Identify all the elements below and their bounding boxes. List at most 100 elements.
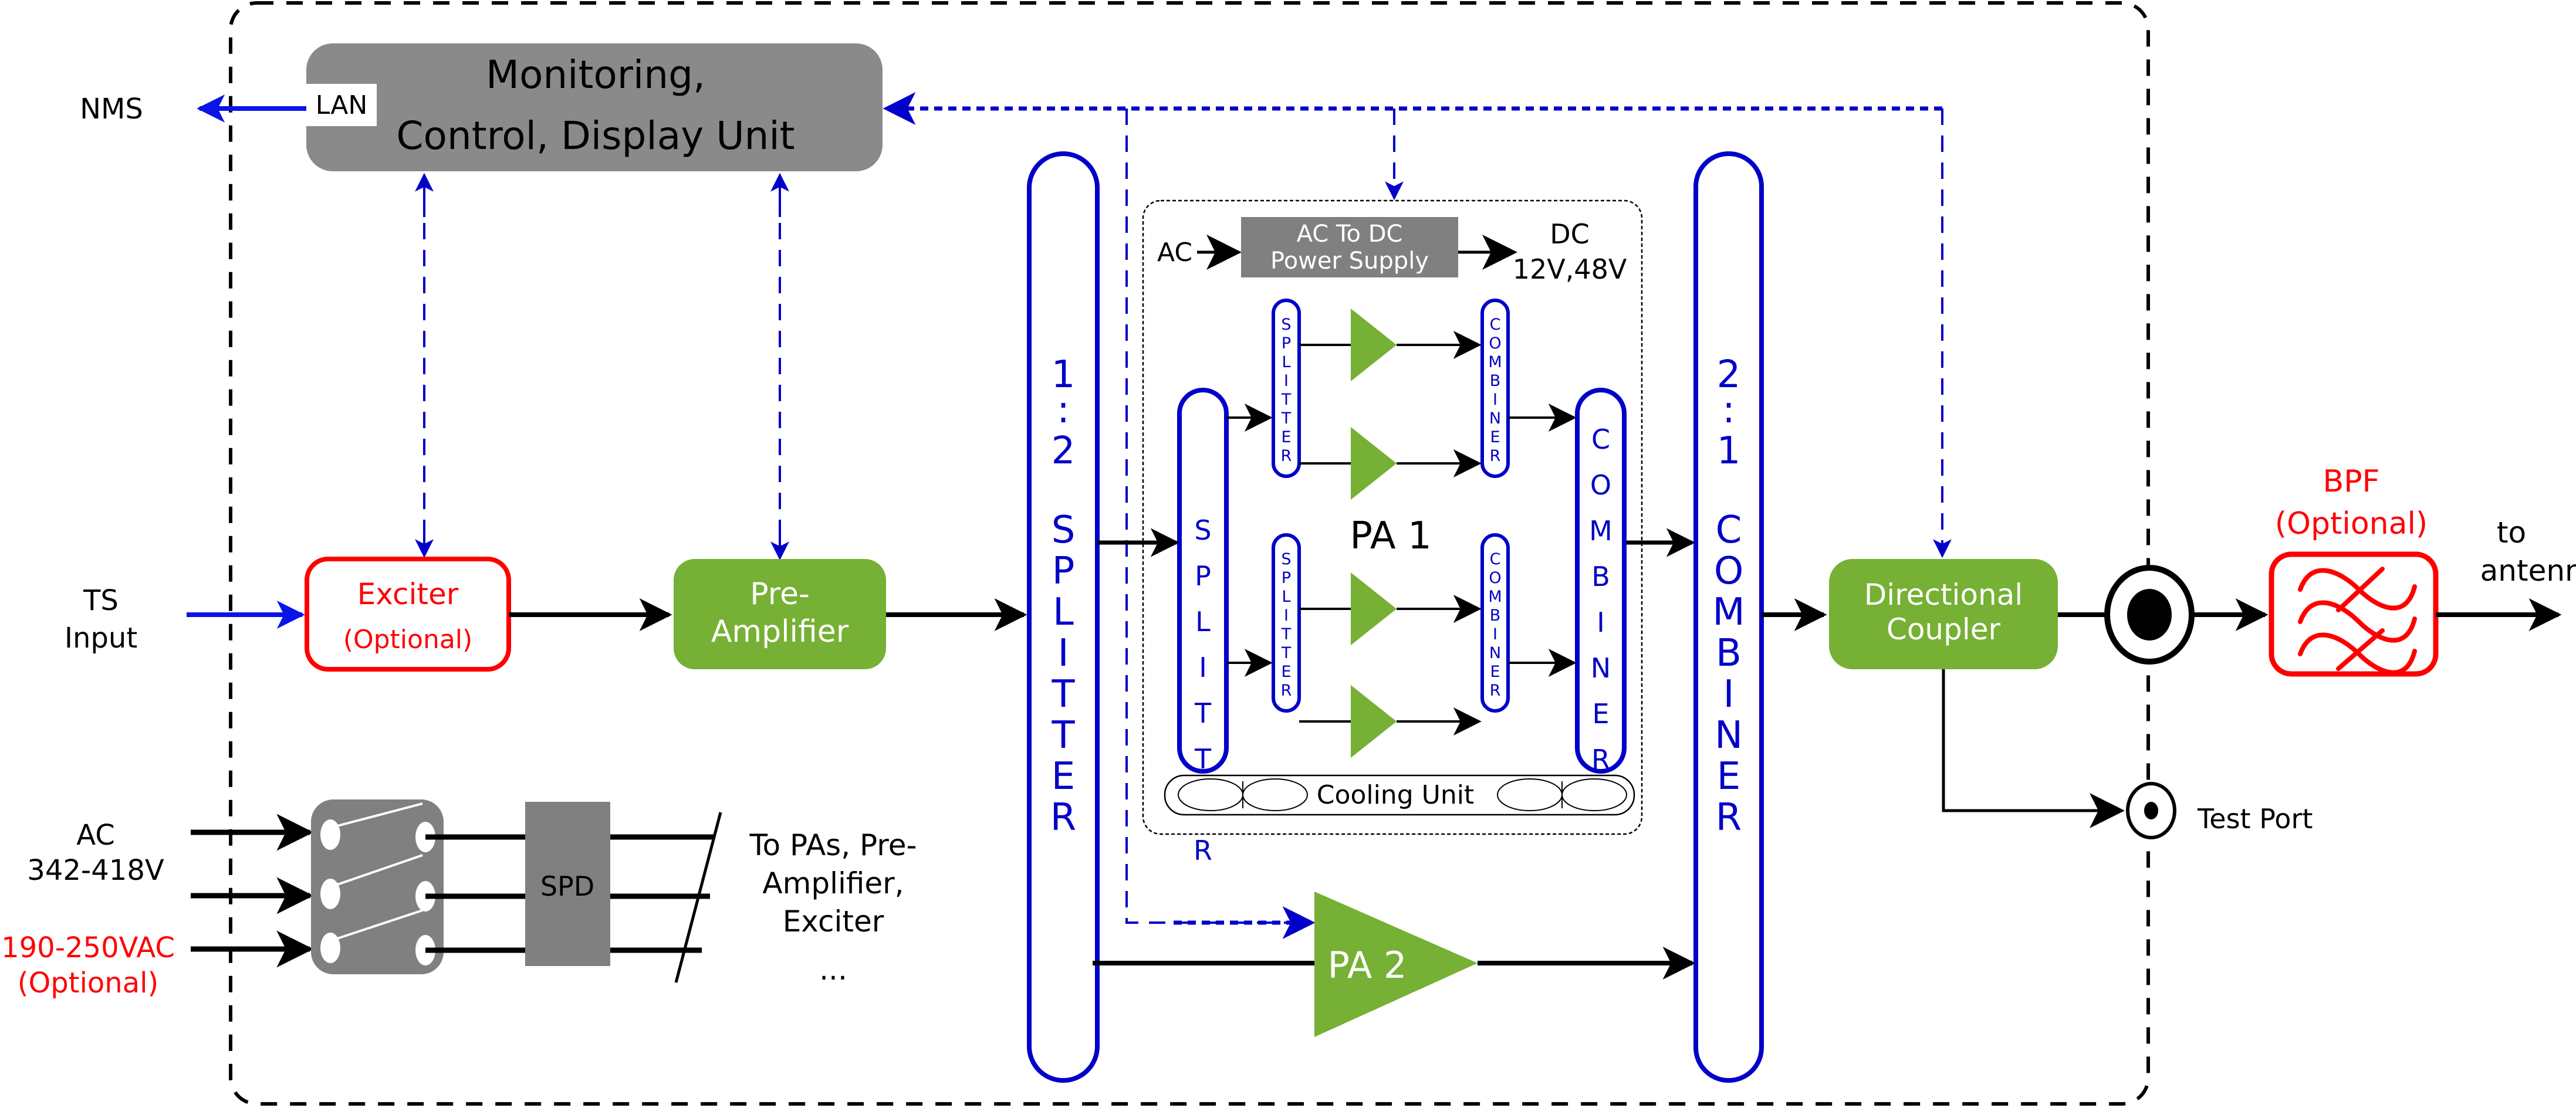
stage-combiner-char: C: [1490, 550, 1501, 568]
mcdu-title-line1: Monitoring,: [486, 52, 705, 97]
main-splitter-char: T: [1051, 673, 1075, 716]
stage-splitter-char: T: [1281, 625, 1292, 643]
main-combiner-char: C: [1716, 509, 1742, 552]
stage-combiner-char: E: [1490, 663, 1500, 681]
preamp-line1: Pre-: [750, 577, 809, 612]
ac-dc-power-supply[interactable]: AC To DC Power Supply: [1241, 217, 1458, 277]
breaker-to-spd-lines: [425, 834, 525, 953]
stage-combiner-char: O: [1489, 569, 1501, 587]
amplifier-icon[interactable]: [1351, 685, 1397, 758]
main-combiner-char: 2: [1717, 353, 1741, 397]
ts-input-label-1: TS: [83, 584, 119, 617]
stage-combiner-char: R: [1490, 682, 1501, 700]
amplifier-icon[interactable]: [1351, 309, 1397, 381]
rf-output-connector-icon: [2104, 565, 2195, 665]
directional-coupler[interactable]: Directional Coupler: [1829, 559, 2058, 669]
pa1-combiner-char: M: [1589, 515, 1612, 547]
pa2-title: PA 2: [1328, 944, 1407, 987]
main-combiner-char: O: [1714, 550, 1743, 593]
stage-combiner-char: N: [1489, 644, 1501, 662]
stage-combiner-char: I: [1493, 391, 1497, 409]
lan-port: [306, 84, 377, 126]
stage-splitter-char: S: [1281, 316, 1291, 334]
power-destination-labels: To PAs, Pre- Amplifier, Exciter ...: [749, 828, 917, 987]
spd-label: SPD: [540, 870, 594, 902]
ac-input-label-1: AC: [76, 819, 115, 852]
to-antenna-label-1: to: [2497, 516, 2526, 550]
stage-splitter-char: E: [1281, 428, 1291, 446]
dc-label: DC: [1550, 218, 1590, 250]
main-combiner-char: E: [1717, 755, 1740, 798]
stage-splitter-char: P: [1282, 334, 1291, 353]
stage-splitter-char: T: [1281, 409, 1292, 428]
test-port-connector-icon[interactable]: [2126, 782, 2176, 839]
pa1-splitter-char: T: [1194, 697, 1212, 729]
bpf-optional: (Optional): [2275, 506, 2428, 541]
pa1-combiner-char: C: [1591, 423, 1610, 455]
pa1-combiner-char: R: [1591, 744, 1610, 775]
stage-splitter-char: E: [1281, 663, 1291, 681]
pa1-module[interactable]: PA 1 AC AC To DC Power Supply DC 12V,48V…: [1142, 199, 1643, 866]
stage-combiner-char: N: [1489, 409, 1501, 428]
stage-splitter-char: I: [1284, 372, 1289, 390]
cooling-unit[interactable]: Cooling Unit: [1164, 774, 1635, 816]
stage-splitter-char: S: [1281, 550, 1291, 568]
bpf-filter[interactable]: [2269, 551, 2439, 677]
main-splitter-char: :: [1057, 388, 1070, 432]
bpf-label: BPF: [2323, 464, 2380, 499]
test-port-label: Test Port: [2197, 803, 2313, 835]
fan-icon-right: [1497, 778, 1627, 811]
stage-splitter-char: L: [1282, 353, 1290, 371]
exciter-block[interactable]: Exciter (Optional): [305, 557, 511, 672]
stage-combiner-char: I: [1493, 625, 1497, 643]
pa1-splitter-char: I: [1199, 652, 1207, 683]
psu-line2: Power Supply: [1270, 248, 1429, 275]
pa2-amplifier[interactable]: PA 2: [1314, 892, 1478, 1037]
amplifier-icon[interactable]: [1351, 427, 1397, 500]
bandpass-filter-icon: [2298, 567, 2417, 675]
circuit-breaker[interactable]: [311, 799, 444, 974]
ts-input-label-2: Input: [65, 622, 137, 655]
stage-splitter-char: I: [1284, 606, 1289, 625]
main-combiner-char: R: [1716, 796, 1742, 839]
main-combiner-char: 1: [1717, 429, 1741, 473]
exciter-optional: (Optional): [343, 625, 472, 655]
stage-combiner-char: B: [1490, 606, 1501, 625]
dc-voltage-label: 12V,48V: [1513, 253, 1627, 285]
nms-label: NMS: [80, 93, 143, 126]
main-splitter-char: P: [1052, 550, 1075, 593]
control-bus: [415, 92, 1952, 939]
mcdu-block[interactable]: LAN Monitoring, Control, Display Unit: [306, 43, 883, 171]
to-list-line2: Amplifier,: [762, 866, 904, 900]
main-splitter-char: 1: [1052, 353, 1076, 397]
to-list-line3: Exciter: [783, 904, 884, 938]
main-combiner-char: B: [1716, 632, 1742, 675]
pa1-combiner-char: N: [1591, 652, 1611, 684]
coupler-line1: Directional: [1864, 578, 2023, 612]
exciter-label: Exciter: [357, 577, 459, 611]
main-combiner-char: :: [1722, 388, 1735, 432]
stage-splitter-char: R: [1281, 682, 1292, 700]
to-list-line4: ...: [819, 953, 847, 987]
spd-block[interactable]: SPD: [525, 802, 610, 966]
psu-line1: AC To DC: [1297, 221, 1403, 248]
amplifier-icon[interactable]: [1351, 572, 1397, 645]
preamp-block[interactable]: Pre- Amplifier: [674, 559, 886, 669]
mcdu-title-line2: Control, Display Unit: [396, 113, 795, 158]
ac-input-label-2: 342-418V: [27, 854, 164, 887]
ac-optional-label-1: 190-250VAC: [1, 931, 175, 964]
cooling-unit-label: Cooling Unit: [1317, 780, 1474, 810]
stage-combiner-char: C: [1490, 316, 1501, 334]
stage-splitter-char: T: [1281, 391, 1292, 409]
